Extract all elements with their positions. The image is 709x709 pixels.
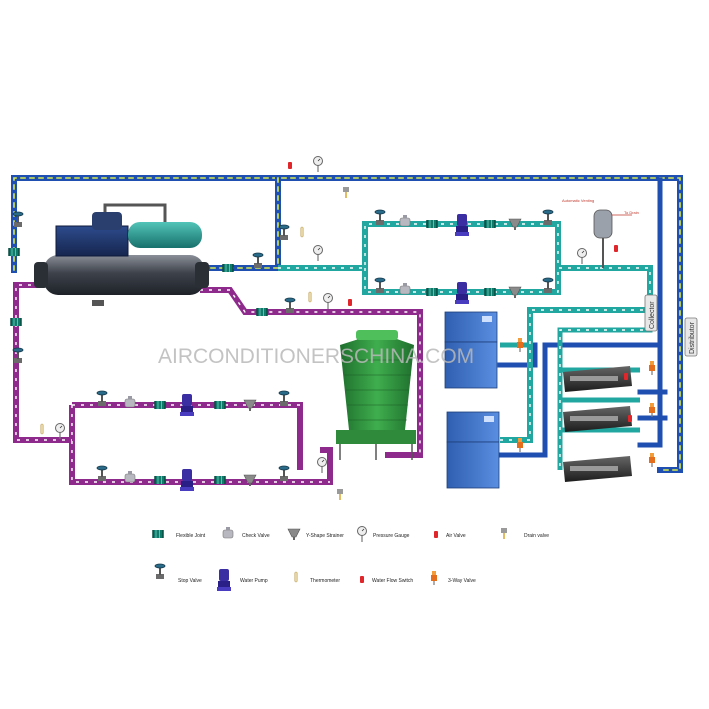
collector-header: Collector <box>644 294 658 332</box>
fan-coil-unit-2 <box>563 406 632 432</box>
to-drain-label: To Drain <box>624 210 639 215</box>
legend-label: Air Valve <box>446 533 466 539</box>
drain-valve-icon <box>500 527 508 540</box>
automatic-venting-tank: Automatic Venting To Drain <box>562 198 639 268</box>
legend-label: Water Flow Switch <box>372 578 413 584</box>
air-handling-unit-2 <box>446 411 500 489</box>
legend-item-check-valve: Check Valve <box>222 526 270 539</box>
legend-label: Thermometer <box>310 578 340 584</box>
air-valve-icon <box>434 531 438 538</box>
distributor-label: Distributor <box>689 321 696 354</box>
distributor-header: Distributor <box>684 317 698 357</box>
y-strainer-icon <box>287 528 301 541</box>
three-way-valve-icon <box>430 570 438 586</box>
fan-coil-unit-3 <box>563 456 632 482</box>
legend-item-water-pump: Water Pump <box>217 569 268 591</box>
legend-label: Check Valve <box>242 533 270 539</box>
legend-item-stop-valve: Stop Valve <box>154 563 202 584</box>
water-pump-icon <box>217 569 231 591</box>
flexible-joint-icon <box>152 529 164 539</box>
legend-label: 3-Way Valve <box>448 578 476 584</box>
legend-label: Flexible Joint <box>176 533 206 539</box>
check-valve-icon <box>222 526 234 539</box>
legend-label: Pressure Gauge <box>373 533 410 539</box>
legend-item-thermometer: Thermometer <box>294 571 340 584</box>
legend-label: Drain valve <box>524 533 549 539</box>
legend-item-y-strainer: Y-Shape Strainer <box>287 528 344 541</box>
automatic-venting-label: Automatic Venting <box>562 198 594 203</box>
water-flow-switch-icon <box>360 576 364 583</box>
legend: Flexible Joint Check Valve Y-Shape Strai… <box>152 525 549 591</box>
water-cooled-chiller <box>34 203 209 306</box>
legend-label: Stop Valve <box>178 578 202 584</box>
legend-item-pressure-gauge: Pressure Gauge <box>356 525 410 543</box>
legend-item-drain-valve: Drain valve <box>500 527 549 540</box>
fan-coil-unit-1 <box>563 366 632 392</box>
pressure-gauge-icon <box>356 525 368 543</box>
legend-label: Water Pump <box>240 578 268 584</box>
cooling-tower <box>336 330 416 460</box>
collector-label: Collector <box>649 301 656 329</box>
air-handling-unit-1 <box>444 311 498 389</box>
legend-item-water-flow-switch: Water Flow Switch <box>360 576 413 584</box>
legend-item-3-way-valve: 3-Way Valve <box>430 570 476 586</box>
legend-label: Y-Shape Strainer <box>306 533 344 539</box>
thermometer-icon <box>294 571 298 583</box>
legend-item-flexible-joint: Flexible Joint <box>152 529 206 539</box>
legend-item-air-valve: Air Valve <box>434 531 466 539</box>
watermark: AIRCONDITIONERSCHINA.COM <box>158 345 474 368</box>
stop-valve-icon <box>154 563 166 580</box>
